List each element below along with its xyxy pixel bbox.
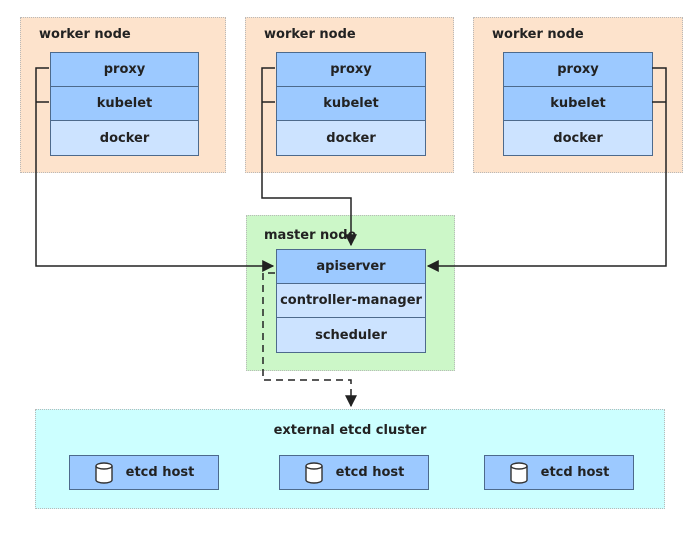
master-node-title: master node bbox=[264, 228, 357, 243]
database-icon bbox=[509, 461, 528, 484]
etcd-host-label: etcd host bbox=[540, 465, 610, 480]
worker-node-3: worker node proxy kubelet docker bbox=[473, 17, 683, 173]
etcd-host-1: etcd host bbox=[69, 455, 219, 490]
proxy-component: proxy bbox=[50, 52, 199, 87]
docker-component: docker bbox=[50, 121, 199, 156]
docker-component: docker bbox=[503, 121, 653, 156]
worker-node-2: worker node proxy kubelet docker bbox=[245, 17, 454, 173]
scheduler-component: scheduler bbox=[276, 318, 426, 353]
master-node: master node apiserver controller-manager… bbox=[246, 215, 455, 371]
etcd-host-3: etcd host bbox=[484, 455, 634, 490]
worker-node-title: worker node bbox=[39, 27, 131, 42]
etcd-host-2: etcd host bbox=[279, 455, 429, 490]
etcd-host-label: etcd host bbox=[335, 465, 405, 480]
proxy-component: proxy bbox=[503, 52, 653, 87]
database-icon bbox=[94, 461, 113, 484]
kubelet-component: kubelet bbox=[276, 87, 426, 121]
etcd-cluster-title: external etcd cluster bbox=[273, 423, 427, 438]
kubelet-component: kubelet bbox=[503, 87, 653, 121]
apiserver-component: apiserver bbox=[276, 249, 426, 284]
controller-manager-component: controller-manager bbox=[276, 284, 426, 318]
kubelet-component: kubelet bbox=[50, 87, 199, 121]
proxy-component: proxy bbox=[276, 52, 426, 87]
worker-node-title: worker node bbox=[492, 27, 584, 42]
worker-node-title: worker node bbox=[264, 27, 356, 42]
docker-component: docker bbox=[276, 121, 426, 156]
etcd-host-label: etcd host bbox=[125, 465, 195, 480]
worker-node-1: worker node proxy kubelet docker bbox=[20, 17, 226, 173]
database-icon bbox=[304, 461, 323, 484]
